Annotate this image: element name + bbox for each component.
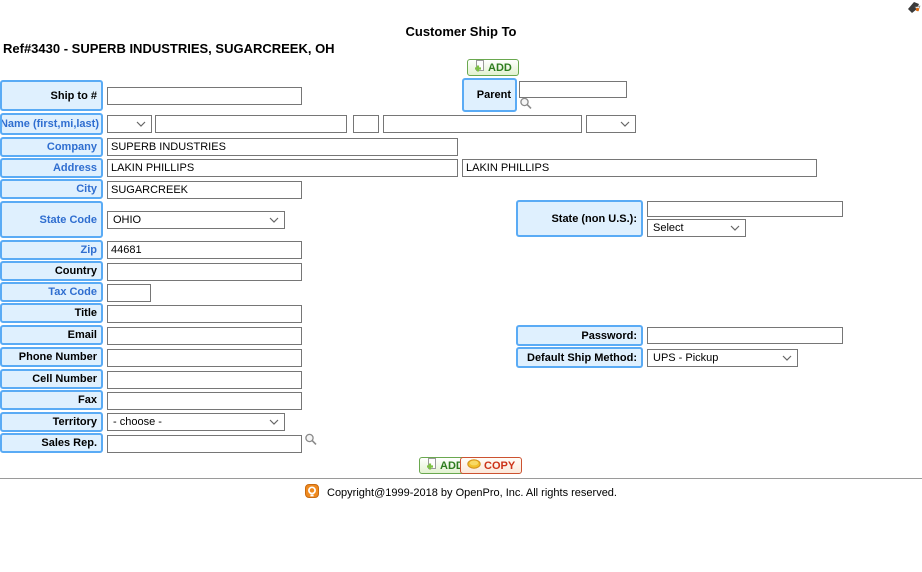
state-non-us-input[interactable] (647, 201, 843, 217)
phone-number-input[interactable] (107, 349, 302, 367)
state-code-label: State Code (0, 201, 103, 238)
parent-label: Parent (462, 78, 517, 112)
state-non-us-select[interactable]: Select (647, 219, 746, 237)
record-reference: Ref#3430 - SUPERB INDUSTRIES, SUGARCREEK… (3, 41, 335, 56)
parent-input[interactable] (519, 81, 627, 98)
window-corner-icon[interactable] (906, 1, 922, 15)
sales-rep-input[interactable] (107, 435, 302, 453)
fax-label: Fax (0, 390, 103, 410)
address-label: Address (0, 158, 103, 178)
chevron-down-icon (730, 225, 740, 231)
company-input[interactable] (107, 138, 458, 156)
openpro-logo-icon (305, 484, 319, 501)
parent-search-magnifier-icon[interactable] (519, 97, 533, 114)
fax-input[interactable] (107, 392, 302, 410)
cell-number-input[interactable] (107, 371, 302, 389)
chevron-down-icon (269, 217, 279, 223)
middle-initial-input[interactable] (353, 115, 379, 133)
phone-number-label: Phone Number (0, 347, 103, 367)
chevron-down-icon (269, 419, 279, 425)
password-input[interactable] (647, 327, 843, 344)
zip-input[interactable] (107, 241, 302, 259)
default-ship-method-select[interactable]: UPS - Pickup (647, 349, 798, 367)
zip-label: Zip (0, 240, 103, 260)
ship-to-input[interactable] (107, 87, 302, 105)
chevron-down-icon (136, 121, 146, 127)
add-document-icon (426, 458, 437, 473)
name-label: Name (first,mi,last) (0, 113, 103, 135)
cell-number-label: Cell Number (0, 369, 103, 389)
password-label: Password: (516, 325, 643, 346)
state-non-us-label: State (non U.S.): (516, 200, 643, 237)
name-prefix-select[interactable] (107, 115, 152, 133)
chevron-down-icon (620, 121, 630, 127)
address-line2-input[interactable] (462, 159, 817, 177)
city-label: City (0, 179, 103, 199)
territory-label: Territory (0, 412, 103, 432)
city-input[interactable] (107, 181, 302, 199)
territory-select[interactable]: - choose - (107, 413, 285, 431)
copyright-text: Copyright@1999-2018 by OpenPro, Inc. All… (327, 487, 617, 499)
country-input[interactable] (107, 263, 302, 281)
add-button-label: ADD (488, 62, 512, 74)
first-name-input[interactable] (155, 115, 347, 133)
default-ship-method-label: Default Ship Method: (516, 347, 643, 368)
coin-icon (467, 459, 481, 472)
state-code-select[interactable]: OHIO (107, 211, 285, 229)
company-label: Company (0, 137, 103, 157)
chevron-down-icon (782, 355, 792, 361)
email-input[interactable] (107, 327, 302, 345)
copy-button[interactable]: COPY (460, 457, 522, 474)
address-line1-input[interactable] (107, 159, 458, 177)
last-name-input[interactable] (383, 115, 582, 133)
title-label: Title (0, 303, 103, 323)
footer-divider (0, 478, 922, 479)
country-label: Country (0, 261, 103, 281)
tax-code-label: Tax Code (0, 282, 103, 302)
tax-code-input[interactable] (107, 284, 151, 302)
ship-to-label: Ship to # (0, 80, 103, 111)
copy-button-label: COPY (484, 460, 515, 472)
title-input[interactable] (107, 305, 302, 323)
name-suffix-select[interactable] (586, 115, 636, 133)
sales-rep-label: Sales Rep. (0, 433, 103, 453)
page-title: Customer Ship To (0, 24, 922, 39)
sales-rep-search-magnifier-icon[interactable] (304, 433, 318, 450)
footer: Copyright@1999-2018 by OpenPro, Inc. All… (0, 484, 922, 501)
email-label: Email (0, 325, 103, 345)
add-button-top[interactable]: ADD (467, 59, 519, 76)
add-document-icon (474, 60, 485, 75)
